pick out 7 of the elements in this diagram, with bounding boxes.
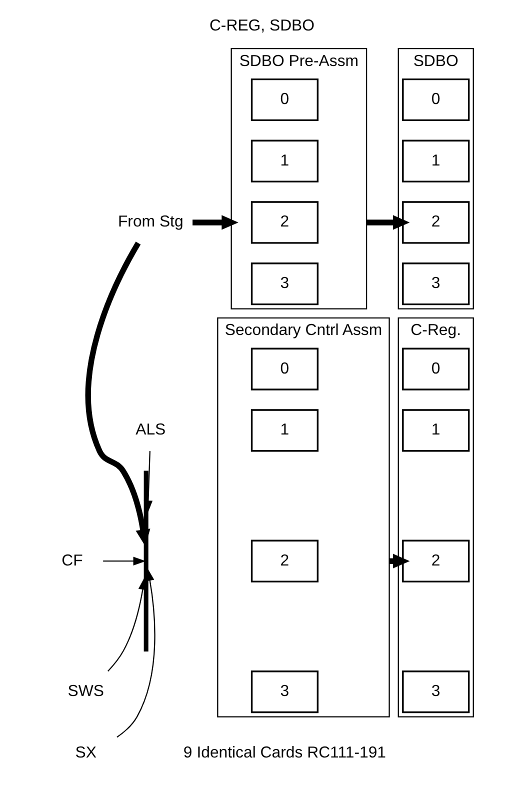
node-text: SWS xyxy=(67,683,104,700)
node-text: SX xyxy=(74,744,96,762)
node-text: CF xyxy=(61,552,82,570)
label: 9 Identical Cards RC111-191 xyxy=(182,744,386,762)
diagram-title: C-REG, SDBO xyxy=(208,18,314,35)
node-text: From Stg xyxy=(117,214,183,231)
node-text: ALS xyxy=(135,422,166,439)
